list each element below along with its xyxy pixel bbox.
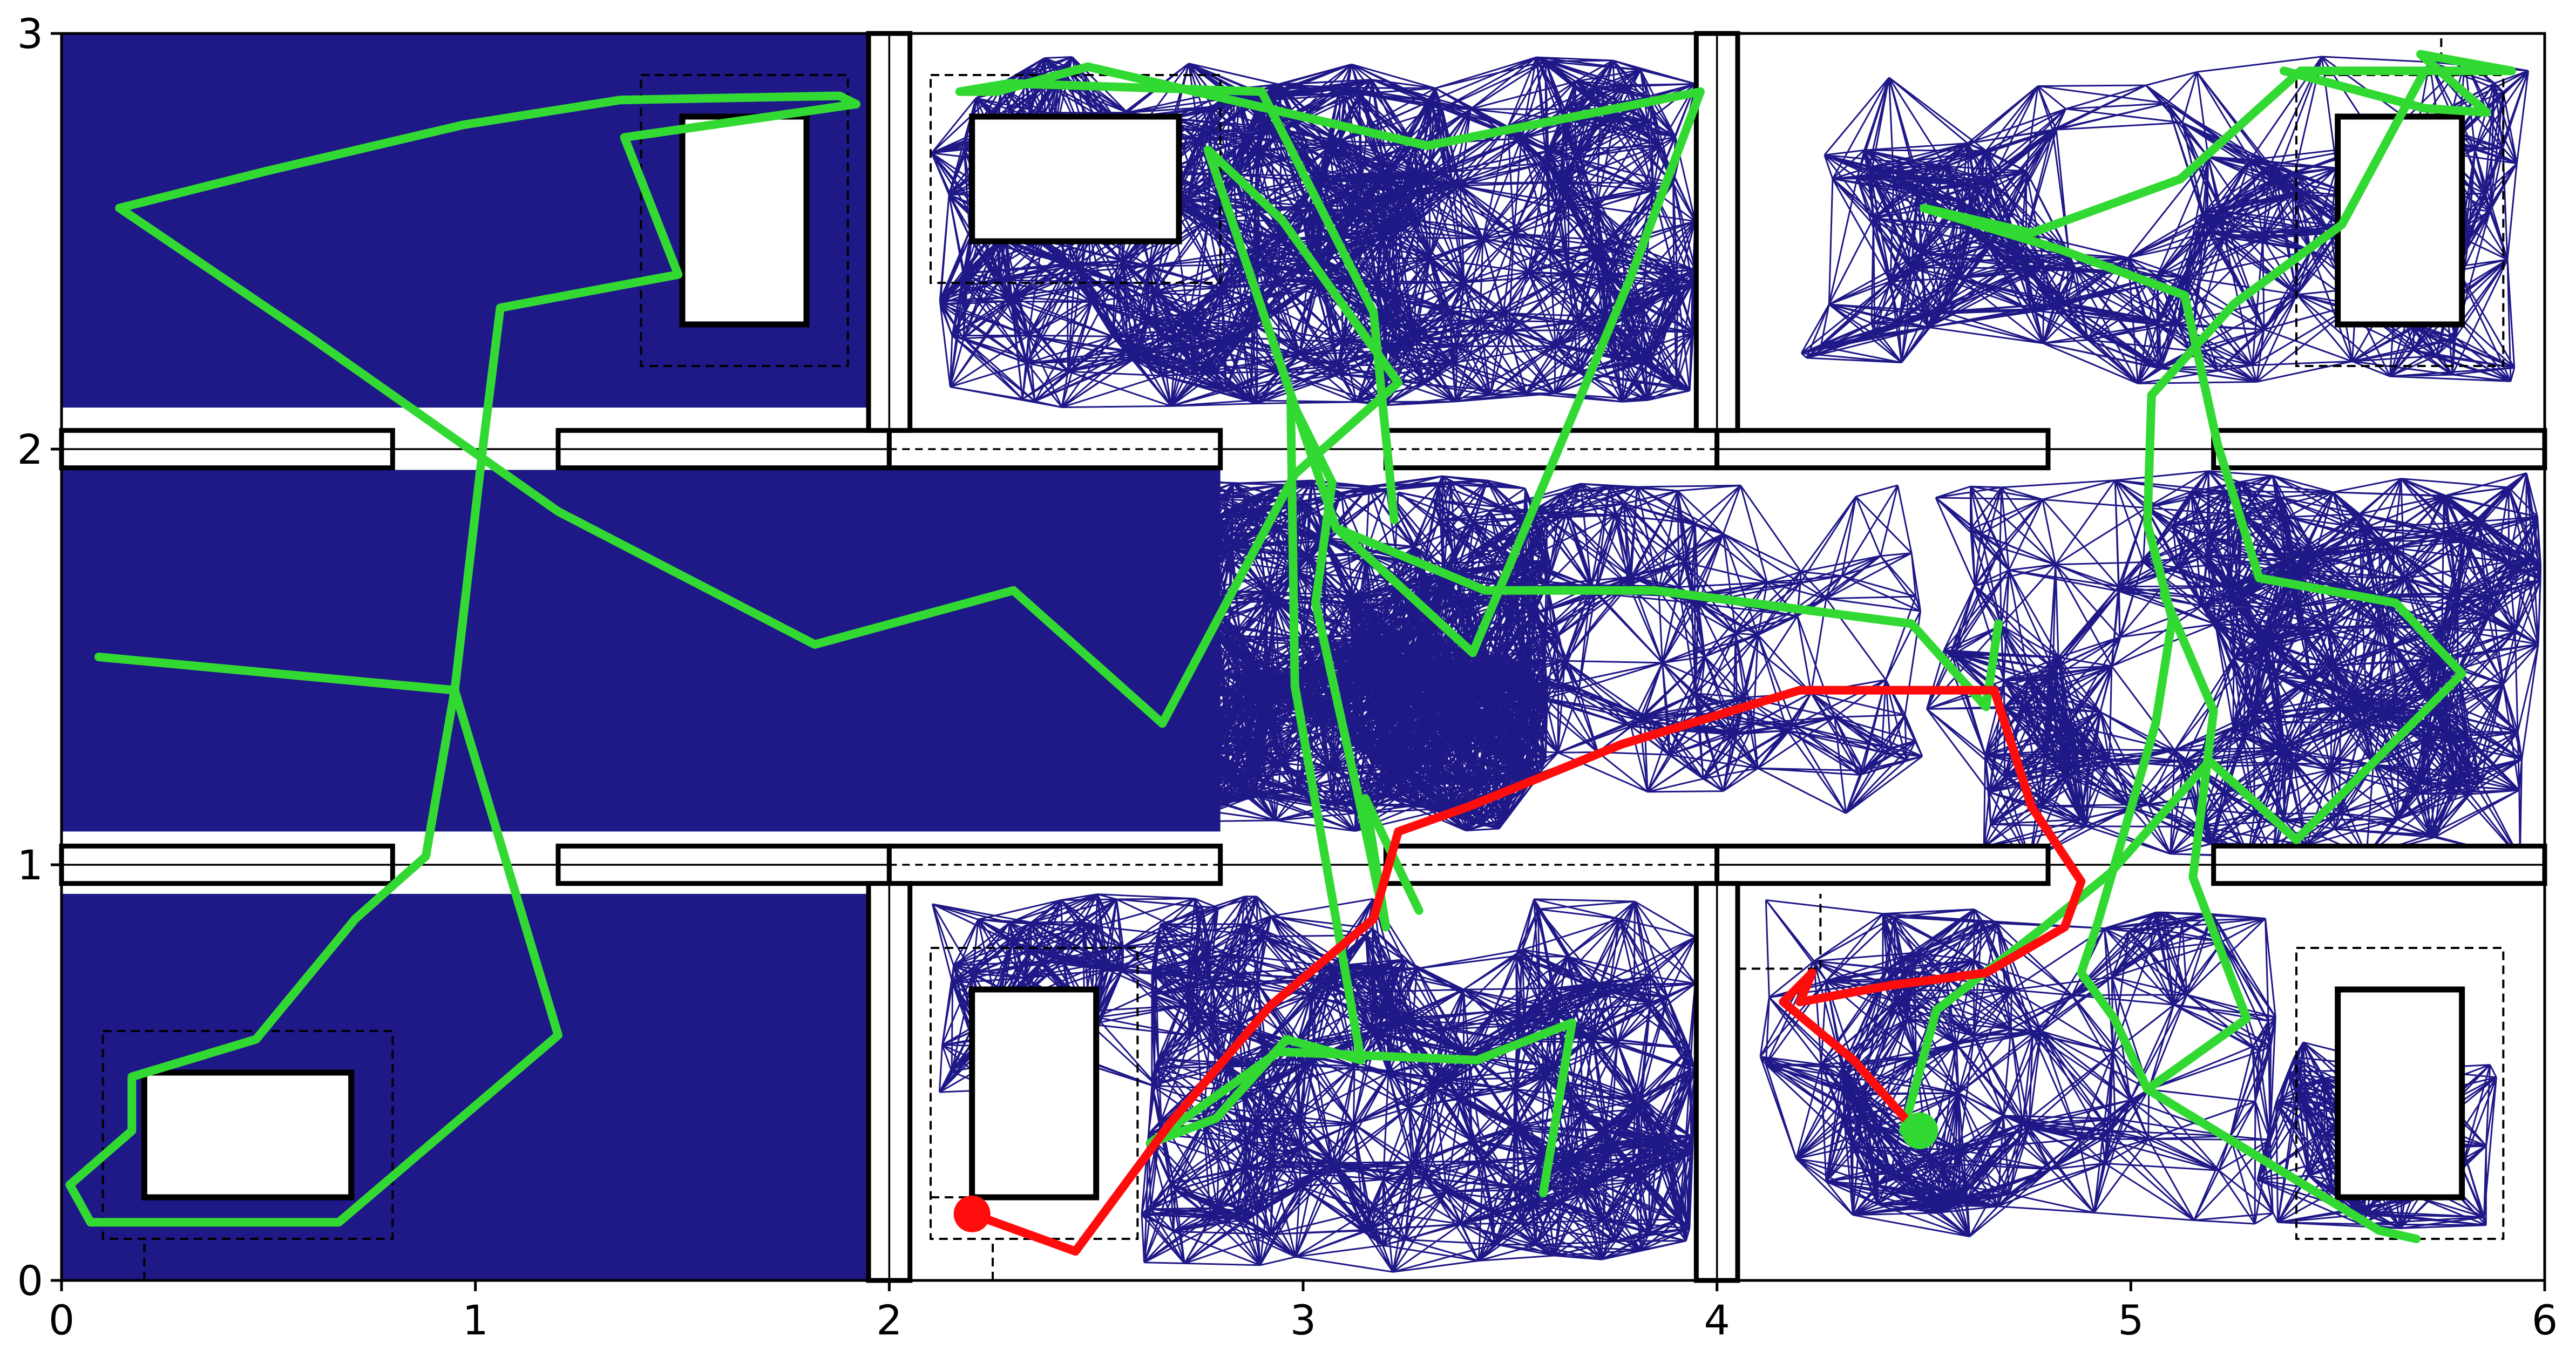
roadmap-edges-e: [1800, 56, 2530, 384]
roadmap-edges-c: [1392, 483, 1923, 814]
endpoints: [953, 1112, 1938, 1232]
x-tick-label-2: 2: [876, 1296, 902, 1344]
goal-region-3: [101, 1030, 394, 1240]
obstacle-0: [679, 113, 810, 328]
series-0-path-4: [1145, 395, 1577, 1198]
obstacle-1: [969, 113, 1182, 245]
obstacle-3: [141, 1069, 355, 1201]
roadmap-edges-a: [931, 56, 1697, 408]
x-tick-label-5: 5: [2118, 1296, 2144, 1344]
paths: [65, 50, 2516, 1256]
x-tick-label-3: 3: [1290, 1296, 1316, 1344]
roadmap-edges-f: [1141, 896, 1697, 1273]
series-0-path-0: [94, 91, 860, 695]
axes: 0 1 2 3 4 5 6 0 1 2 3: [17, 10, 2558, 1344]
series-0-path-1: [115, 145, 2003, 728]
goal-region-5: [2295, 947, 2505, 1240]
obstacle-5: [2335, 986, 2465, 1201]
y-tick-label-0: 0: [17, 1257, 43, 1305]
x-tick-label-1: 1: [462, 1296, 488, 1344]
obstacle-4: [969, 986, 1100, 1201]
series-0-path-5: [1899, 50, 2516, 1135]
obstacles: [141, 113, 2465, 1201]
series-0-path-7: [2143, 590, 2251, 1094]
goal-region-4: [930, 947, 1139, 1240]
x-tick-label-6: 6: [2532, 1296, 2558, 1344]
y-tick-label-1: 1: [17, 841, 43, 889]
goal-region-0: [640, 74, 849, 367]
start-point: [953, 1195, 991, 1232]
roadmap-edges-d: [1926, 470, 2542, 861]
series-0-path-3: [65, 686, 562, 1227]
y-tick-label-3: 3: [17, 10, 43, 58]
series-0-path-2: [955, 62, 1705, 657]
y-tick-label-2: 2: [17, 425, 43, 473]
room-walls: [59, 31, 2547, 1283]
x-tick-label-4: 4: [1704, 1296, 1730, 1344]
roadmap-dense-zone-1: [62, 470, 1221, 832]
goal-point: [1901, 1112, 1938, 1149]
obstacle-2: [2335, 113, 2465, 328]
roadmap-edges-h: [1759, 899, 2276, 1238]
x-tick-label-0: 0: [49, 1296, 74, 1344]
series-1-path-0: [967, 686, 2086, 1256]
